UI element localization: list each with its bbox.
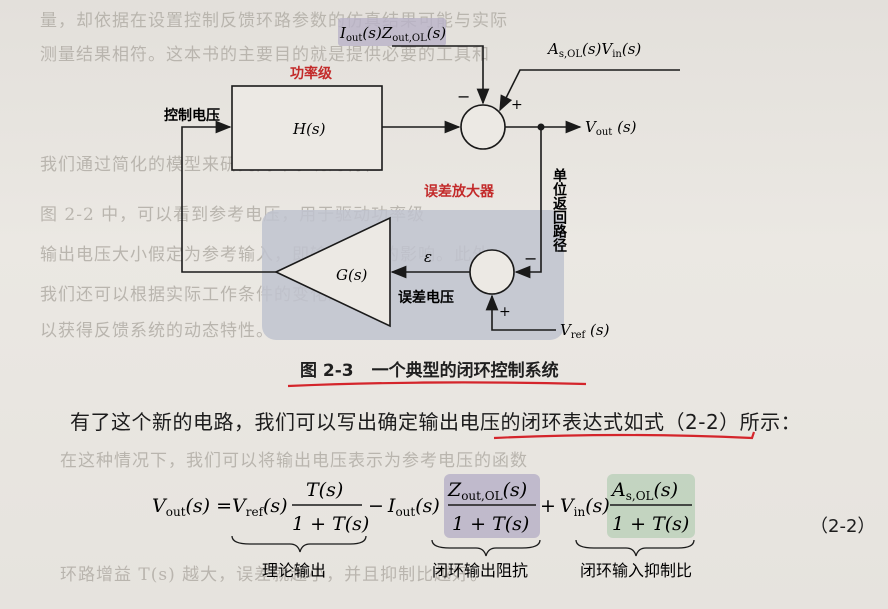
svg-text:1 + T(s): 1 + T(s) [452, 513, 529, 535]
body-paragraph: 有了这个新的电路，我们可以写出确定输出电压的闭环表达式如式（2-2）所示： [70, 410, 802, 434]
sign-minus-lower: − [524, 249, 537, 268]
output-voltage-label: Vout (s) [585, 118, 637, 138]
sign-plus-lower: + [499, 304, 511, 320]
svg-text:1 + T(s): 1 + T(s) [612, 513, 689, 535]
label-highlight [338, 18, 446, 46]
block-g-label: G(s) [336, 266, 368, 284]
impedance-highlight [444, 474, 540, 538]
unity-return-label: 单位返回路径 [551, 167, 567, 253]
error-voltage-label: 误差电压 [398, 289, 454, 306]
svg-text:+Vin(s): +Vin(s) [540, 495, 610, 519]
output-summing-node [460, 104, 506, 150]
svg-text:As,OL(s): As,OL(s) [610, 479, 678, 503]
epsilon-label: ε [424, 248, 432, 266]
error-amp-label: 误差放大器 [424, 183, 495, 200]
brace-rejection [575, 539, 695, 557]
input-disturbance-label: As,OL(s)Vin(s) [546, 40, 641, 60]
brace-impedance [431, 539, 541, 557]
sign-minus-top: − [457, 87, 470, 106]
rejection-highlight [607, 474, 695, 538]
svg-text:Vout(s) =: Vout(s) = [152, 495, 232, 519]
brace-rejection-label: 闭环输入抑制比 [580, 561, 692, 580]
reference-voltage-label: Vref (s) [560, 321, 610, 341]
bleed-through-text: 测量结果相符。这本书的主要目的就是提供必要的工具和 [40, 45, 490, 65]
brace-ideal [231, 535, 367, 553]
bleed-through-text: 以获得反馈系统的动态特性。 [40, 321, 274, 341]
closed-loop-equation: Vout(s) = Vref(s) T(s) 1 + T(s) −Iout(s)… [152, 479, 692, 535]
svg-text:T(s): T(s) [306, 479, 343, 501]
brace-impedance-label: 闭环输出阻抗 [432, 561, 528, 580]
error-amp-triangle [274, 216, 391, 328]
sign-plus-top: + [511, 97, 523, 113]
block-h-label: H(s) [292, 120, 326, 138]
svg-text:−Iout(s): −Iout(s) [368, 495, 440, 519]
bleed-through-text: 环路增益 T(s) 越大，误差就越小，并且抑制比越好。 [60, 565, 489, 585]
paragraph-underline [493, 431, 756, 440]
control-voltage-label: 控制电压 [164, 107, 220, 124]
figure-caption: 图 2-3 一个典型的闭环控制系统 [300, 356, 559, 381]
power-stage-label: 功率级 [290, 65, 333, 82]
power-stage-block [231, 85, 383, 171]
figure-title: 一个典型的闭环控制系统 [371, 361, 559, 381]
current-disturbance-label: Iout(s)Zout,OL(s) [339, 24, 446, 44]
svg-text:Zout,OL(s): Zout,OL(s) [447, 479, 527, 503]
equation-number: （2-2） [810, 516, 876, 537]
svg-text:1 + T(s): 1 + T(s) [292, 513, 369, 535]
brace-ideal-label: 理论输出 [262, 561, 326, 580]
svg-text:Vref(s): Vref(s) [232, 495, 288, 519]
figure-number: 图 2-3 [300, 361, 354, 381]
caption-underline [287, 381, 587, 388]
bleed-through-text: 在这种情况下，我们可以将输出电压表示为参考电压的函数 [60, 451, 528, 471]
error-summing-node [469, 249, 515, 295]
